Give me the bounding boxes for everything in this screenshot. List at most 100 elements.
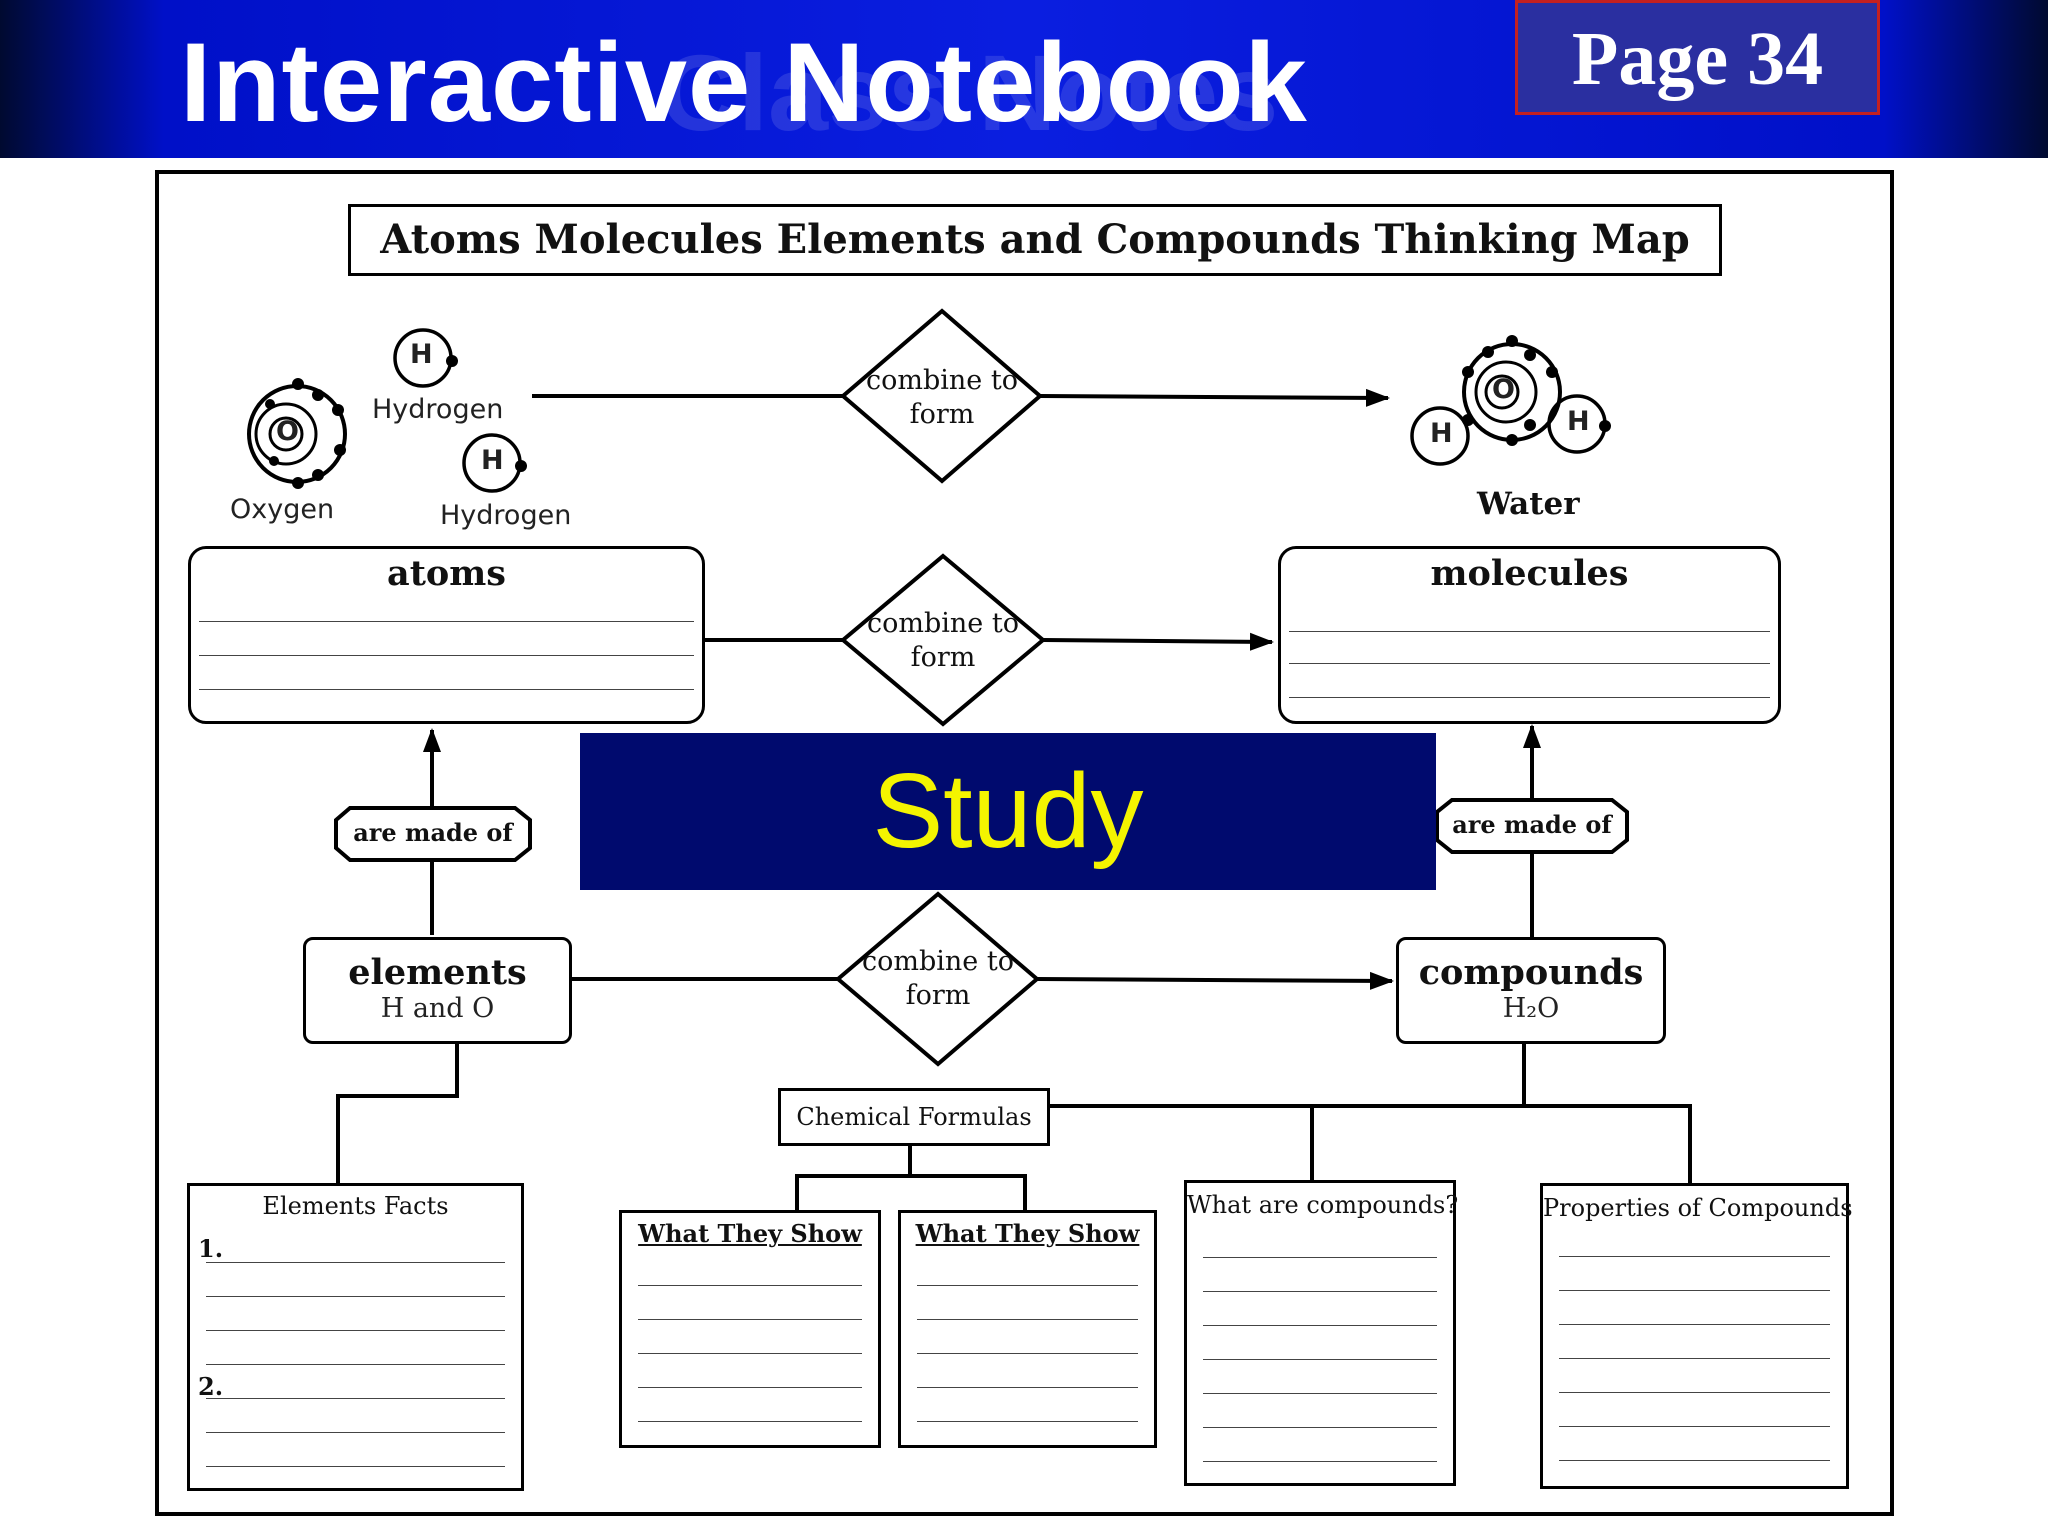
branch-properties <box>1524 1104 1692 1183</box>
hydrogen-symbol-2: H <box>481 445 504 476</box>
water-h-symbol-2: H <box>1567 406 1590 437</box>
elements-facts-title: Elements Facts <box>262 1192 449 1220</box>
oxygen-label: Oxygen <box>230 494 335 525</box>
molecules-box: molecules <box>1278 546 1781 724</box>
water-h-symbol-1: H <box>1430 418 1453 449</box>
answer-line <box>206 1262 505 1263</box>
formulas-branch-right <box>910 1174 1027 1210</box>
properties-of-compounds-box: Properties of Compounds <box>1540 1183 1853 1489</box>
page-title: Interactive Notebook <box>180 20 1308 145</box>
diagram-title: Atoms Molecules Elements and Compounds T… <box>348 204 1722 276</box>
what-are-compounds-label: What are compounds? <box>1187 1191 1459 1219</box>
answer-line <box>1289 663 1770 664</box>
elements-facts-box: Elements Facts 1. 2. <box>187 1183 524 1491</box>
answer-line <box>1559 1426 1830 1427</box>
answer-line <box>206 1398 505 1399</box>
atoms-title: atoms <box>387 553 506 594</box>
answer-line <box>199 689 694 690</box>
answer-line <box>1559 1358 1830 1359</box>
properties-of-compounds-label: Properties of Compounds <box>1543 1194 1853 1222</box>
compounds-title: compounds <box>1418 952 1644 993</box>
compounds-to-formulas-line <box>1050 1044 1526 1108</box>
answer-line <box>917 1387 1138 1388</box>
answer-line <box>1559 1324 1830 1325</box>
water-molecule-drawing <box>1410 335 1611 466</box>
row1-arrow <box>1039 388 1390 407</box>
answer-line <box>638 1387 862 1388</box>
answer-line <box>206 1466 505 1467</box>
what-they-show-box-2: What They Show <box>898 1210 1157 1448</box>
elements-to-facts-line <box>336 1044 459 1183</box>
what-they-show-label-1: What They Show <box>638 1219 862 1248</box>
answer-line <box>917 1285 1138 1286</box>
answer-line <box>1559 1460 1830 1461</box>
formulas-branch-left <box>795 1146 912 1210</box>
answer-line <box>1203 1325 1437 1326</box>
row2-arrow <box>1042 632 1274 651</box>
answer-line <box>638 1285 862 1286</box>
diamond-3-text: combine to form <box>862 946 1014 1011</box>
water-label: Water <box>1477 486 1580 522</box>
elements-box: elements H and O <box>303 937 572 1044</box>
answer-line <box>638 1353 862 1354</box>
answer-line <box>1203 1291 1437 1292</box>
answer-line <box>1203 1359 1437 1360</box>
right-made-of-label: are made of <box>1452 810 1612 839</box>
what-they-show-box-1: What They Show <box>619 1210 881 1448</box>
header-ghost-text: Class Notes <box>660 32 1279 153</box>
answer-line <box>1559 1256 1830 1257</box>
hydrogen-symbol-1: H <box>410 339 433 370</box>
answer-line <box>917 1319 1138 1320</box>
answer-line <box>1203 1461 1437 1462</box>
answer-line <box>206 1432 505 1433</box>
chemical-formulas-label: Chemical Formulas <box>796 1103 1032 1131</box>
compounds-subtitle: H₂O <box>1502 993 1560 1024</box>
hydrogen-label-1: Hydrogen <box>372 394 504 425</box>
row3-arrow <box>1036 971 1394 990</box>
hydrogen-atom-drawing-2 <box>462 433 527 493</box>
study-banner: Study <box>580 733 1436 890</box>
atoms-box: atoms <box>188 546 705 724</box>
compounds-box: compounds H₂O <box>1396 937 1666 1044</box>
worksheet-frame <box>155 170 1894 1516</box>
answer-line <box>1203 1257 1437 1258</box>
diamond-2-text: combine to form <box>867 608 1019 673</box>
answer-line <box>638 1319 862 1320</box>
what-are-compounds-box: What are compounds? <box>1184 1180 1459 1486</box>
answer-line <box>1289 631 1770 632</box>
answer-line <box>638 1421 862 1422</box>
answer-line <box>206 1330 505 1331</box>
what-they-show-label-2: What They Show <box>915 1219 1140 1248</box>
answer-line <box>206 1364 505 1365</box>
answer-line <box>1203 1393 1437 1394</box>
elements-title: elements <box>348 952 527 993</box>
answer-line <box>1559 1392 1830 1393</box>
diamond-1 <box>839 308 1044 484</box>
diamond-2 <box>839 553 1047 727</box>
left-made-of-octagon <box>334 806 532 862</box>
water-o-symbol: O <box>1492 374 1515 405</box>
answer-line <box>1559 1290 1830 1291</box>
facts-number-1: 1. <box>198 1234 224 1263</box>
hydrogen-label-2: Hydrogen <box>440 500 572 531</box>
answer-line <box>1203 1427 1437 1428</box>
chemical-formulas-box: Chemical Formulas <box>778 1088 1050 1146</box>
right-made-of-octagon <box>1435 798 1629 854</box>
answer-line <box>199 621 694 622</box>
answer-line <box>206 1296 505 1297</box>
molecules-title: molecules <box>1430 553 1629 594</box>
hydrogen-atom-drawing-1 <box>393 328 458 388</box>
oxygen-atom-drawing <box>247 378 347 489</box>
diamond-1-text: combine to form <box>866 365 1018 430</box>
answer-line <box>917 1421 1138 1422</box>
left-made-of-label: are made of <box>353 818 513 847</box>
oxygen-symbol: O <box>276 416 299 447</box>
page-number-badge: Page 34 <box>1515 0 1880 115</box>
diamond-3 <box>834 891 1041 1067</box>
answer-line <box>917 1353 1138 1354</box>
answer-line <box>1289 697 1770 698</box>
facts-number-2: 2. <box>198 1372 224 1401</box>
answer-line <box>199 655 694 656</box>
elements-subtitle: H and O <box>380 993 495 1024</box>
